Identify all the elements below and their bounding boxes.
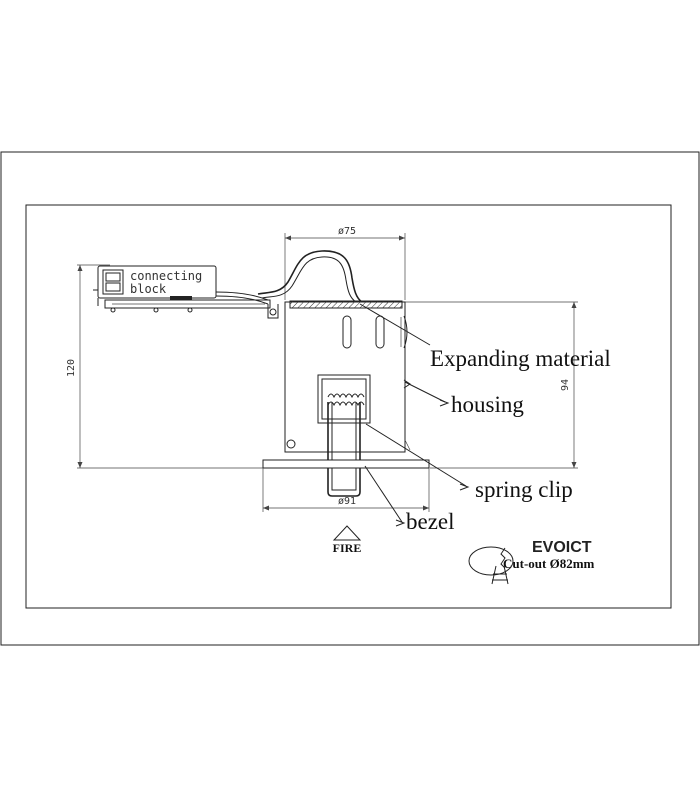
expanding-material-band [289,300,403,309]
product-info: EVOICT Cut-out Ø82mm [468,539,595,585]
label-bezel: bezel [406,509,455,534]
label-expanding-material: Expanding material [430,346,611,371]
mounting-bracket [104,291,271,313]
connecting-block-label-2: block [130,282,167,296]
label-housing: housing [451,392,524,417]
label-spring-clip: spring clip [475,477,573,502]
fire-rating-mark: FIRE [332,525,362,555]
product-cutout: Cut-out Ø82mm [503,556,595,571]
fire-triangle-icon [332,525,362,541]
top-diameter-label: ø75 [338,226,356,237]
dimension-housing-height: 94 [405,301,578,469]
bottom-diameter-label: ø91 [338,496,356,507]
fire-label: FIRE [333,541,362,555]
housing-height-label: 94 [560,379,571,391]
leader-lines [359,303,470,527]
insulation-contact-icon [468,546,514,585]
outer-frame [0,151,700,646]
spring-clip [317,374,371,497]
dimension-total-height: 120 [66,264,285,469]
connecting-block-label-1: connecting [130,269,202,283]
bezel [262,459,430,469]
cable [257,250,363,303]
connecting-block: connecting block [93,265,217,306]
product-code: EVOICT [532,539,592,556]
dimension-bottom-diameter: ø91 [262,468,430,512]
total-height-label: 120 [66,359,77,377]
dimension-top-diameter: ø75 [284,226,406,300]
inner-frame [25,204,672,609]
